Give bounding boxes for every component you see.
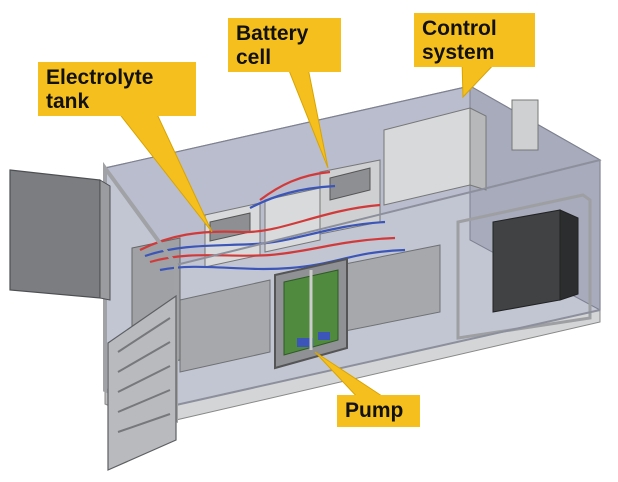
front-door-ribs	[117, 317, 171, 433]
callout-control-system: Control system	[414, 13, 535, 67]
callout-pump: Pump	[337, 395, 420, 427]
callout-battery-cell: Battery cell	[228, 18, 341, 72]
pump-compartment	[274, 257, 348, 370]
battery-cell-label-line2: cell	[236, 46, 272, 69]
left-door-back	[9, 169, 101, 299]
battery-cell-label-line1: Battery	[236, 22, 309, 45]
front-door	[107, 294, 177, 471]
control-system-label-line2: system	[422, 41, 495, 64]
electrolyte-tank-label-line2: tank	[46, 90, 90, 113]
right-door-frame	[456, 193, 592, 340]
dark-equipment-box-side	[559, 209, 579, 301]
callout-leaders	[116, 57, 500, 401]
control-cabinet-side	[469, 107, 487, 191]
control-panel-box	[511, 99, 539, 151]
container-bottom-edge	[175, 309, 601, 406]
pump-label: Pump	[345, 399, 404, 422]
container-front-edge	[175, 159, 601, 266]
dark-equipment-box	[492, 209, 561, 313]
battery-stack	[204, 159, 381, 268]
piping	[139, 170, 406, 272]
control-system-label-line1: Control	[422, 17, 497, 40]
electrolyte-tank-label-line1: Electrolyte	[46, 66, 154, 89]
callout-electrolyte-tank: Electrolyte tank	[38, 62, 196, 116]
left-door-back-edge	[99, 179, 111, 301]
